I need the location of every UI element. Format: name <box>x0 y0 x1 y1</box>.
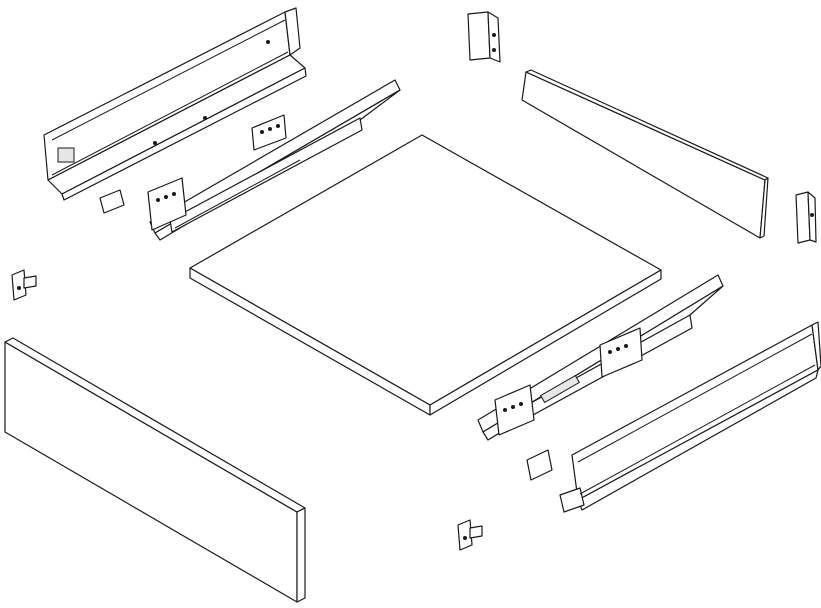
back-panel <box>521 69 769 239</box>
bottom-panel <box>189 134 662 416</box>
cover-cap-right <box>526 449 553 481</box>
cover-cap-left <box>99 189 125 214</box>
front-clip-left <box>11 269 37 301</box>
drawer-side-right <box>559 321 821 513</box>
front-panel <box>4 337 306 603</box>
back-bracket-right <box>795 191 817 244</box>
front-clip-right <box>457 519 483 551</box>
drawer-side-left <box>43 7 307 201</box>
back-bracket-left <box>467 11 501 63</box>
runner-left <box>147 79 401 241</box>
runner-right <box>477 274 724 441</box>
